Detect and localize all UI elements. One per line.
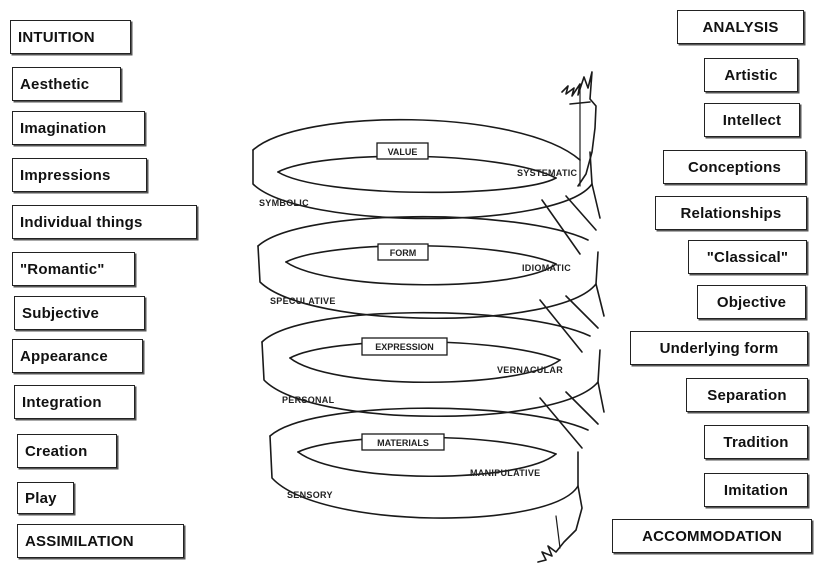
right-box-separation: Separation — [686, 378, 808, 412]
tag-form: FORM — [377, 243, 429, 261]
right-box-underlying-form: Underlying form — [630, 331, 808, 365]
tag-value-label: VALUE — [388, 147, 418, 157]
tag-materials-label: MATERIALS — [377, 438, 429, 448]
left-box-aesthetic: Aesthetic — [12, 67, 121, 101]
tag-form-label: FORM — [390, 248, 417, 258]
right-box-accommodation: ACCOMMODATION — [612, 519, 812, 553]
left-box-appearance: Appearance — [12, 339, 143, 373]
left-box-subjective: Subjective — [14, 296, 145, 330]
right-box-artistic: Artistic — [704, 58, 798, 92]
band-label-idiomatic: IDIOMATIC — [522, 263, 571, 273]
left-box-intuition: INTUITION — [10, 20, 131, 54]
coil-2-outer-back — [257, 215, 589, 247]
coil-3-outer-back — [261, 311, 591, 343]
right-box-conceptions: Conceptions — [663, 150, 806, 184]
coil-1-front-bottom — [277, 171, 557, 194]
left-box-play: Play — [17, 482, 74, 514]
band-label-personal: PERSONAL — [282, 395, 335, 405]
left-box-romantic: "Romantic" — [12, 252, 135, 286]
band-label-manipulative: MANIPULATIVE — [470, 468, 540, 478]
right-box-objective: Objective — [697, 285, 806, 319]
coil-4-outer-back — [269, 407, 589, 437]
right-box-intellect: Intellect — [704, 103, 800, 137]
right-box-classical: "Classical" — [688, 240, 807, 274]
right-box-relationships: Relationships — [655, 196, 807, 230]
left-box-individual-things: Individual things — [12, 205, 197, 239]
coil-4-front-top — [269, 435, 579, 519]
left-box-integration: Integration — [14, 385, 135, 419]
coil-2-front-bottom — [285, 261, 557, 286]
band-label-vernacular: VERNACULAR — [497, 365, 563, 375]
tag-expression-label: EXPRESSION — [375, 342, 434, 352]
coil-1-front-top — [252, 149, 593, 220]
coil-3-front-bottom — [289, 357, 561, 384]
left-box-assimilation: ASSIMILATION — [17, 524, 184, 558]
band-label-systematic: SYSTEMATIC — [517, 168, 578, 178]
coil-2-front-top — [257, 245, 599, 320]
spiral-torn-top — [561, 71, 597, 187]
coil-1-outer-back — [252, 118, 581, 161]
coil-4-front-bottom — [297, 451, 557, 478]
coil-3-front-top — [261, 341, 601, 418]
tag-materials: MATERIALS — [361, 433, 445, 451]
right-box-analysis: ANALYSIS — [677, 10, 804, 44]
band-label-sensory: SENSORY — [287, 490, 333, 500]
tag-expression: EXPRESSION — [361, 337, 448, 356]
right-box-imitation: Imitation — [704, 473, 808, 507]
tag-value: VALUE — [376, 142, 429, 160]
left-box-impressions: Impressions — [12, 158, 147, 192]
left-box-creation: Creation — [17, 434, 117, 468]
left-box-imagination: Imagination — [12, 111, 145, 145]
band-label-speculative: SPECULATIVE — [270, 296, 336, 306]
band-label-symbolic: SYMBOLIC — [259, 198, 309, 208]
right-box-tradition: Tradition — [704, 425, 808, 459]
spiral-torn-bottom — [537, 485, 583, 563]
